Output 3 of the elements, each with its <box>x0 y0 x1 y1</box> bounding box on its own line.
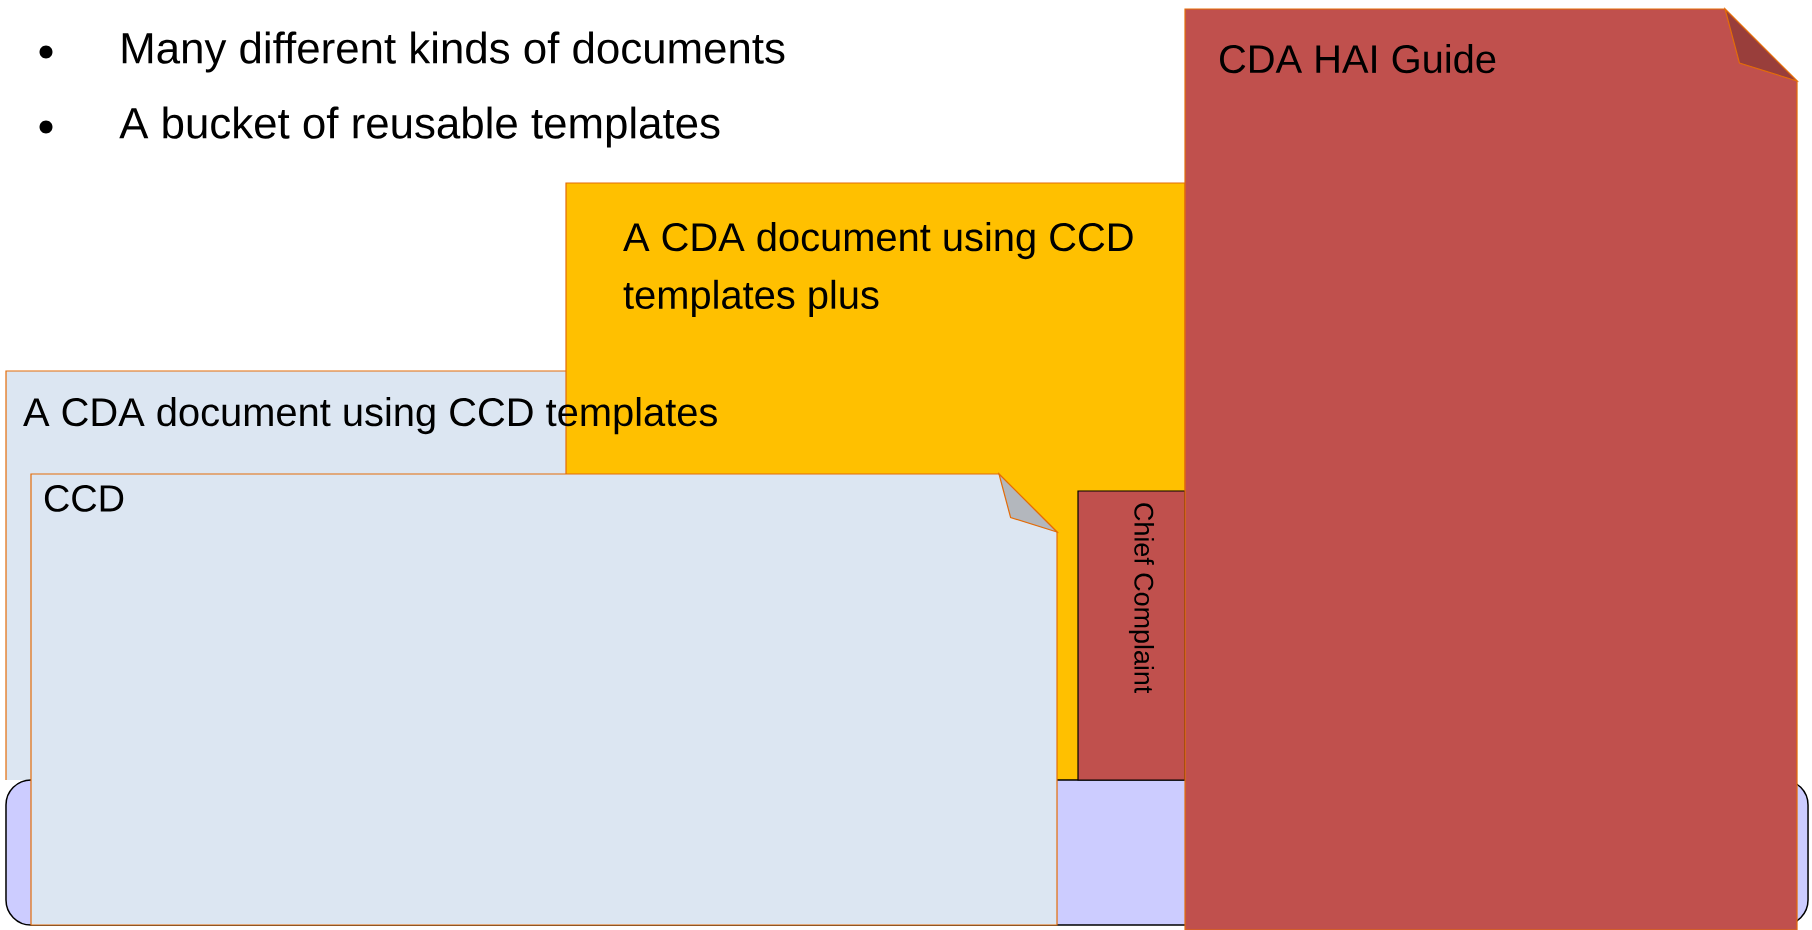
bullet-item: A bucket of reusable templates <box>119 106 720 148</box>
bullet-item: Many different kinds of documents <box>122 31 785 73</box>
template-box: Chief Complaint <box>1077 490 1186 781</box>
